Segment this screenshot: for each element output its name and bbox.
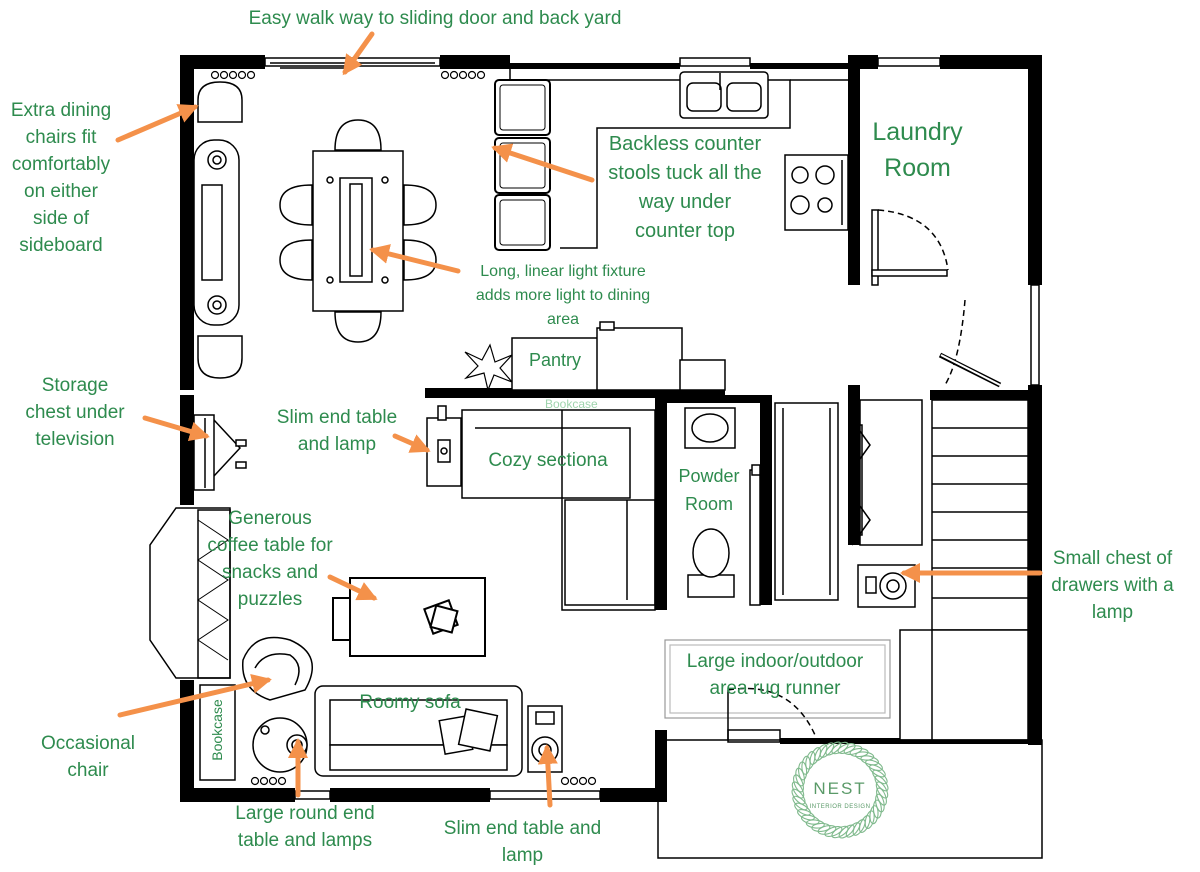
curtains — [210, 70, 597, 786]
bookcase-side — [199, 684, 236, 781]
arrow-dining-chairs — [115, 104, 199, 143]
end-table-top — [426, 405, 462, 487]
arrow-occasional — [117, 673, 272, 718]
porch — [657, 739, 1043, 859]
pantry — [511, 321, 726, 391]
logo-tagline: INTERIOR DESIGN — [810, 804, 871, 810]
stairs — [899, 399, 1029, 741]
room-label-pantry: Pantry — [528, 350, 582, 370]
annotation-slim-end-table-bottom: Slim end table and lamp — [443, 818, 602, 866]
occasional-chair — [242, 636, 313, 701]
arrow-end-table-top — [392, 433, 431, 453]
logo-name: NEST — [813, 779, 866, 798]
walls — [180, 55, 1042, 802]
sideboard — [193, 139, 240, 326]
arrow-storage — [142, 415, 210, 442]
small-chest — [857, 564, 916, 608]
dining-table — [312, 150, 404, 312]
rug — [664, 639, 891, 719]
annotation-coffee-table: Generous coffee table for snacks and puz… — [207, 508, 333, 610]
fireplace — [149, 507, 231, 679]
hall-bench — [774, 402, 839, 601]
room-label-powder: Powder Room — [678, 466, 740, 514]
arrow-stools — [491, 143, 595, 183]
annotation-light-fixture: Long, linear light fixture adds more lig… — [475, 263, 651, 328]
annotation-stools: Backless counter stools tuck all the way… — [608, 133, 762, 242]
arrow-slim-bottom — [537, 744, 558, 808]
coffee-table — [332, 577, 486, 657]
front-door — [727, 687, 816, 743]
sink — [679, 71, 769, 119]
logo-ring-loop — [874, 775, 889, 792]
end-table-bottom — [527, 705, 563, 773]
annotation-arrows — [115, 31, 1043, 808]
entry-door — [938, 299, 1002, 388]
annotation-dining-chairs: Extra dining chairs fit comfortably on e… — [10, 100, 112, 256]
stove — [784, 154, 849, 231]
tv-storage — [193, 414, 247, 491]
annotation-slim-end-table-top: Slim end table and lamp — [276, 407, 398, 455]
plant — [463, 343, 513, 392]
room-label-rug: Large indoor/outdoor area rug runner — [686, 651, 864, 699]
annotation-storage-chest: Storage chest under television — [25, 375, 125, 450]
room-label-sectional: Cozy sectiona — [488, 450, 608, 471]
powder-fixtures — [684, 407, 761, 606]
room-label-laundry: Laundry Room — [872, 118, 963, 182]
annotation-round-end-table: Large round end table and lamps — [235, 803, 375, 851]
closet — [849, 399, 923, 546]
arrow-light — [369, 244, 461, 274]
room-label-bookcase-top: Bookcase — [545, 397, 598, 411]
dining-chairs — [197, 81, 437, 379]
annotation-small-chest: Small chest of drawers with a lamp — [1051, 548, 1174, 623]
nest-logo: NEST INTERIOR DESIGN — [791, 741, 889, 839]
laundry-door — [871, 209, 949, 286]
room-label-bookcase-side: Bookcase — [209, 699, 225, 761]
arrow-walkway — [342, 31, 375, 76]
arrow-coffee — [327, 574, 378, 601]
annotation-walkway: Easy walk way to sliding door and back y… — [248, 8, 622, 29]
sofa — [314, 685, 523, 777]
annotation-occasional-chair: Occasional chair — [41, 733, 135, 781]
room-label-sofa: Roomy sofa — [359, 692, 461, 713]
sectional — [461, 409, 656, 611]
